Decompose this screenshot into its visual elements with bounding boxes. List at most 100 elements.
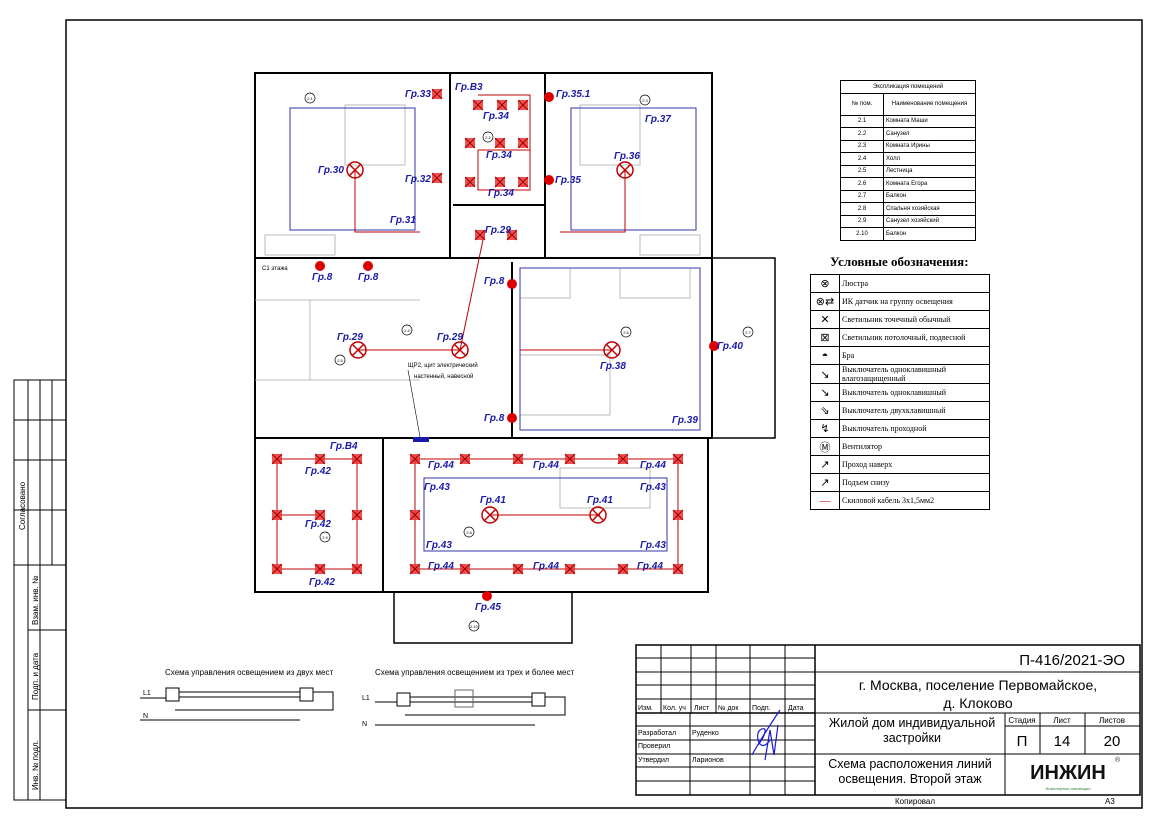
group-label: Гр.45 bbox=[475, 602, 501, 613]
group-label: Гр.35 bbox=[555, 175, 581, 186]
sconce-icon bbox=[709, 341, 719, 351]
developer-role: Разработал bbox=[638, 729, 676, 737]
spot-light-icon bbox=[464, 137, 476, 149]
col-number: № пом. bbox=[840, 92, 884, 116]
legend-item: —Скиловой кабель 3х1,5мм2 bbox=[810, 491, 990, 510]
group-label: Гр.31 bbox=[390, 215, 416, 226]
replaced-inv-label: Взам. инв. № bbox=[31, 575, 40, 625]
sheets-value: 20 bbox=[1104, 733, 1121, 750]
room-number: 2.10 bbox=[840, 227, 884, 241]
spot-light-icon bbox=[617, 563, 629, 575]
legend-item: ✕Светильник точечный обычный bbox=[810, 310, 990, 329]
switch-passthrough-icon: ↯ bbox=[810, 419, 840, 438]
switch-single-icon: ↘ bbox=[810, 383, 840, 402]
room-number: 2.2 bbox=[840, 127, 884, 141]
registered-mark-icon: ® bbox=[1115, 756, 1121, 764]
spot-light-icon bbox=[409, 453, 421, 465]
legend-item: ↘Выключатель одноклавишный влагозащищенн… bbox=[810, 364, 990, 384]
room-name: Спальня хозяйская bbox=[883, 202, 976, 216]
spot-light-icon bbox=[672, 563, 684, 575]
legend-label: Выключатель одноклавишный bbox=[839, 383, 990, 402]
group-label: Гр.44 bbox=[533, 460, 559, 471]
room-marker-icon bbox=[482, 131, 494, 143]
room-number: 2.4 bbox=[840, 152, 884, 166]
room-marker-icon bbox=[304, 92, 316, 104]
spot-light-icon bbox=[351, 509, 363, 521]
group-label: Гр.8 bbox=[484, 276, 505, 287]
group-label: Гр.43 bbox=[640, 482, 666, 493]
room-marker-icon bbox=[463, 526, 475, 538]
scheme-three-title: Схема управления освещением из трех и бо… bbox=[375, 668, 574, 677]
legend-table: ⊗Люстра⊗⇄ИК датчик на группу освещения✕С… bbox=[810, 274, 990, 510]
spot-light-icon bbox=[494, 176, 506, 188]
copied-label: Копировал bbox=[895, 797, 935, 806]
room-marker-icon bbox=[620, 326, 632, 338]
logo-text: ИНЖИН bbox=[1030, 762, 1106, 784]
inv-original-label: Инв. № подл. bbox=[31, 740, 40, 790]
chandelier-icon bbox=[589, 506, 607, 524]
group-label: Гр.29 bbox=[337, 332, 363, 343]
group-label: Гр.34 bbox=[483, 111, 509, 122]
agreed-label: Согласовано bbox=[18, 481, 27, 530]
spot-light-icon bbox=[472, 99, 484, 111]
l1-label: L1 bbox=[143, 690, 151, 697]
group-label: Гр.29 bbox=[437, 332, 463, 343]
room-number-tag: 2.9 bbox=[322, 535, 328, 540]
legend-label: Выключатель двухклавишный bbox=[839, 401, 990, 420]
group-label: Гр.41 bbox=[480, 495, 506, 506]
sconce-icon bbox=[507, 279, 517, 289]
room-name: Санузел хозяйский bbox=[883, 214, 976, 228]
legend-item: ⇘Выключатель двухклавишный bbox=[810, 401, 990, 420]
room-name: Санузел bbox=[883, 127, 976, 141]
sconce-icon bbox=[363, 261, 373, 271]
group-label: Гр.44 bbox=[533, 561, 559, 572]
spot-light-icon bbox=[474, 229, 486, 241]
stage-value: П bbox=[1017, 733, 1028, 750]
group-label: Гр.42 bbox=[305, 519, 331, 530]
stage-header: Стадия bbox=[1008, 716, 1035, 725]
group-label: Гр.42 bbox=[305, 466, 331, 477]
room-name: Балкон bbox=[883, 227, 976, 241]
title-block-grid bbox=[635, 644, 1141, 796]
address-line-1: г. Москва, поселение Первомайское, bbox=[859, 677, 1097, 693]
spot-light-icon bbox=[271, 563, 283, 575]
legend-item: ↘Выключатель одноклавишный bbox=[810, 383, 990, 402]
legend-title: Условные обозначения: bbox=[830, 254, 969, 269]
rooms-table-title: Экспликация помещений bbox=[840, 80, 976, 94]
spot-light-icon bbox=[314, 563, 326, 575]
group-label: Гр.43 bbox=[424, 482, 450, 493]
spot-light-icon bbox=[464, 176, 476, 188]
group-label: Гр.8 bbox=[358, 272, 379, 283]
legend-label: Подъем снизу bbox=[839, 473, 990, 492]
group-labels: Гр.33Гр.В3Гр.34Гр.34Гр.34Гр.35.1Гр.37Гр.… bbox=[305, 82, 743, 613]
room-number-tag: 2.7 bbox=[745, 330, 751, 335]
revision-column-header: Кол. уч bbox=[663, 705, 686, 712]
room-marker-icon bbox=[401, 324, 413, 336]
fan-icon: Ⓜ bbox=[810, 437, 840, 456]
rise-from-below-icon: ↗ bbox=[810, 473, 840, 492]
room-name: Комната Маши bbox=[883, 114, 976, 128]
chandelier-icon: ⊗ bbox=[810, 274, 840, 293]
legend-label: Бра bbox=[839, 346, 990, 365]
logo-subtitle: Инженерные инновации bbox=[1045, 786, 1090, 791]
zone-boundaries bbox=[289, 107, 701, 552]
group-label: Гр.44 bbox=[428, 460, 454, 471]
spot-light-icon bbox=[517, 176, 529, 188]
group-label: Гр.33 bbox=[405, 89, 431, 100]
revision-column-header: Изм. bbox=[638, 705, 653, 712]
group-label: Гр.8 bbox=[312, 272, 333, 283]
spot-light-icon bbox=[617, 453, 629, 465]
spot-light-icon bbox=[351, 563, 363, 575]
spot-light-icon bbox=[459, 563, 471, 575]
room-number-tag: 2.6 bbox=[623, 330, 629, 335]
approver-role: Утвердил bbox=[638, 757, 669, 764]
spot-light-icon bbox=[271, 509, 283, 521]
room-name: Комната Ирины bbox=[883, 139, 976, 153]
legend-item: ↗Проход наверх bbox=[810, 455, 990, 474]
room-marker-icon bbox=[468, 620, 480, 632]
